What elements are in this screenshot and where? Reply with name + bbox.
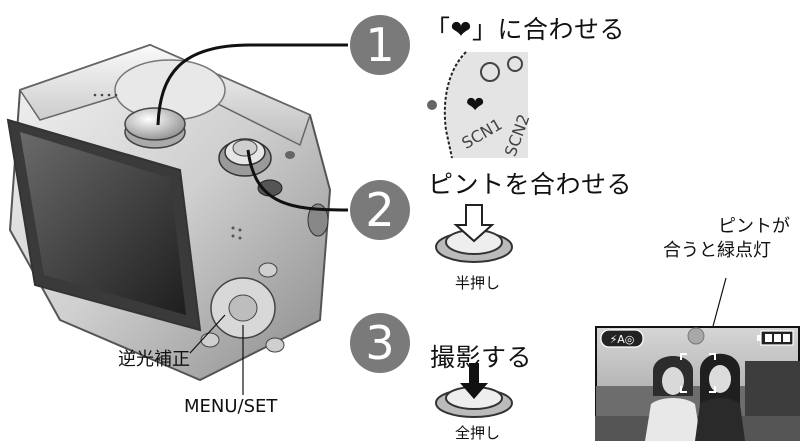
- step-3-title: 撮影する: [430, 343, 533, 372]
- step-2-title: ピントを合わせる: [428, 170, 633, 199]
- step-1-title: 「❤」に合わせる: [425, 15, 625, 44]
- step-3-number: 3: [350, 313, 410, 373]
- half-press-shutter-icon: [435, 204, 513, 263]
- camera-illustration: [6, 43, 332, 382]
- mode-dial-illustration: ❤ SCN1 SCN2: [427, 51, 534, 159]
- half-press-caption: 半押し: [455, 274, 501, 292]
- step-2-number: 2: [350, 180, 410, 240]
- step-1-number: 1: [350, 15, 410, 75]
- focus-note-line2: 合うと緑点灯: [663, 240, 771, 261]
- full-press-caption: 全押し: [455, 424, 501, 442]
- lcd-mode-badge: ⚡A◎: [610, 333, 635, 346]
- focus-note-line1: ピントが: [718, 216, 790, 237]
- menu-set-label: MENU/SET: [184, 396, 278, 417]
- dial-heart-icon: ❤: [466, 93, 484, 118]
- battery-icon: [757, 330, 794, 346]
- backlight-compensation-label: 逆光補正: [118, 349, 190, 370]
- focus-indicator-dot: [687, 327, 705, 345]
- full-press-shutter-icon: [435, 363, 513, 418]
- lcd-preview-image: ⚡A◎: [595, 326, 800, 441]
